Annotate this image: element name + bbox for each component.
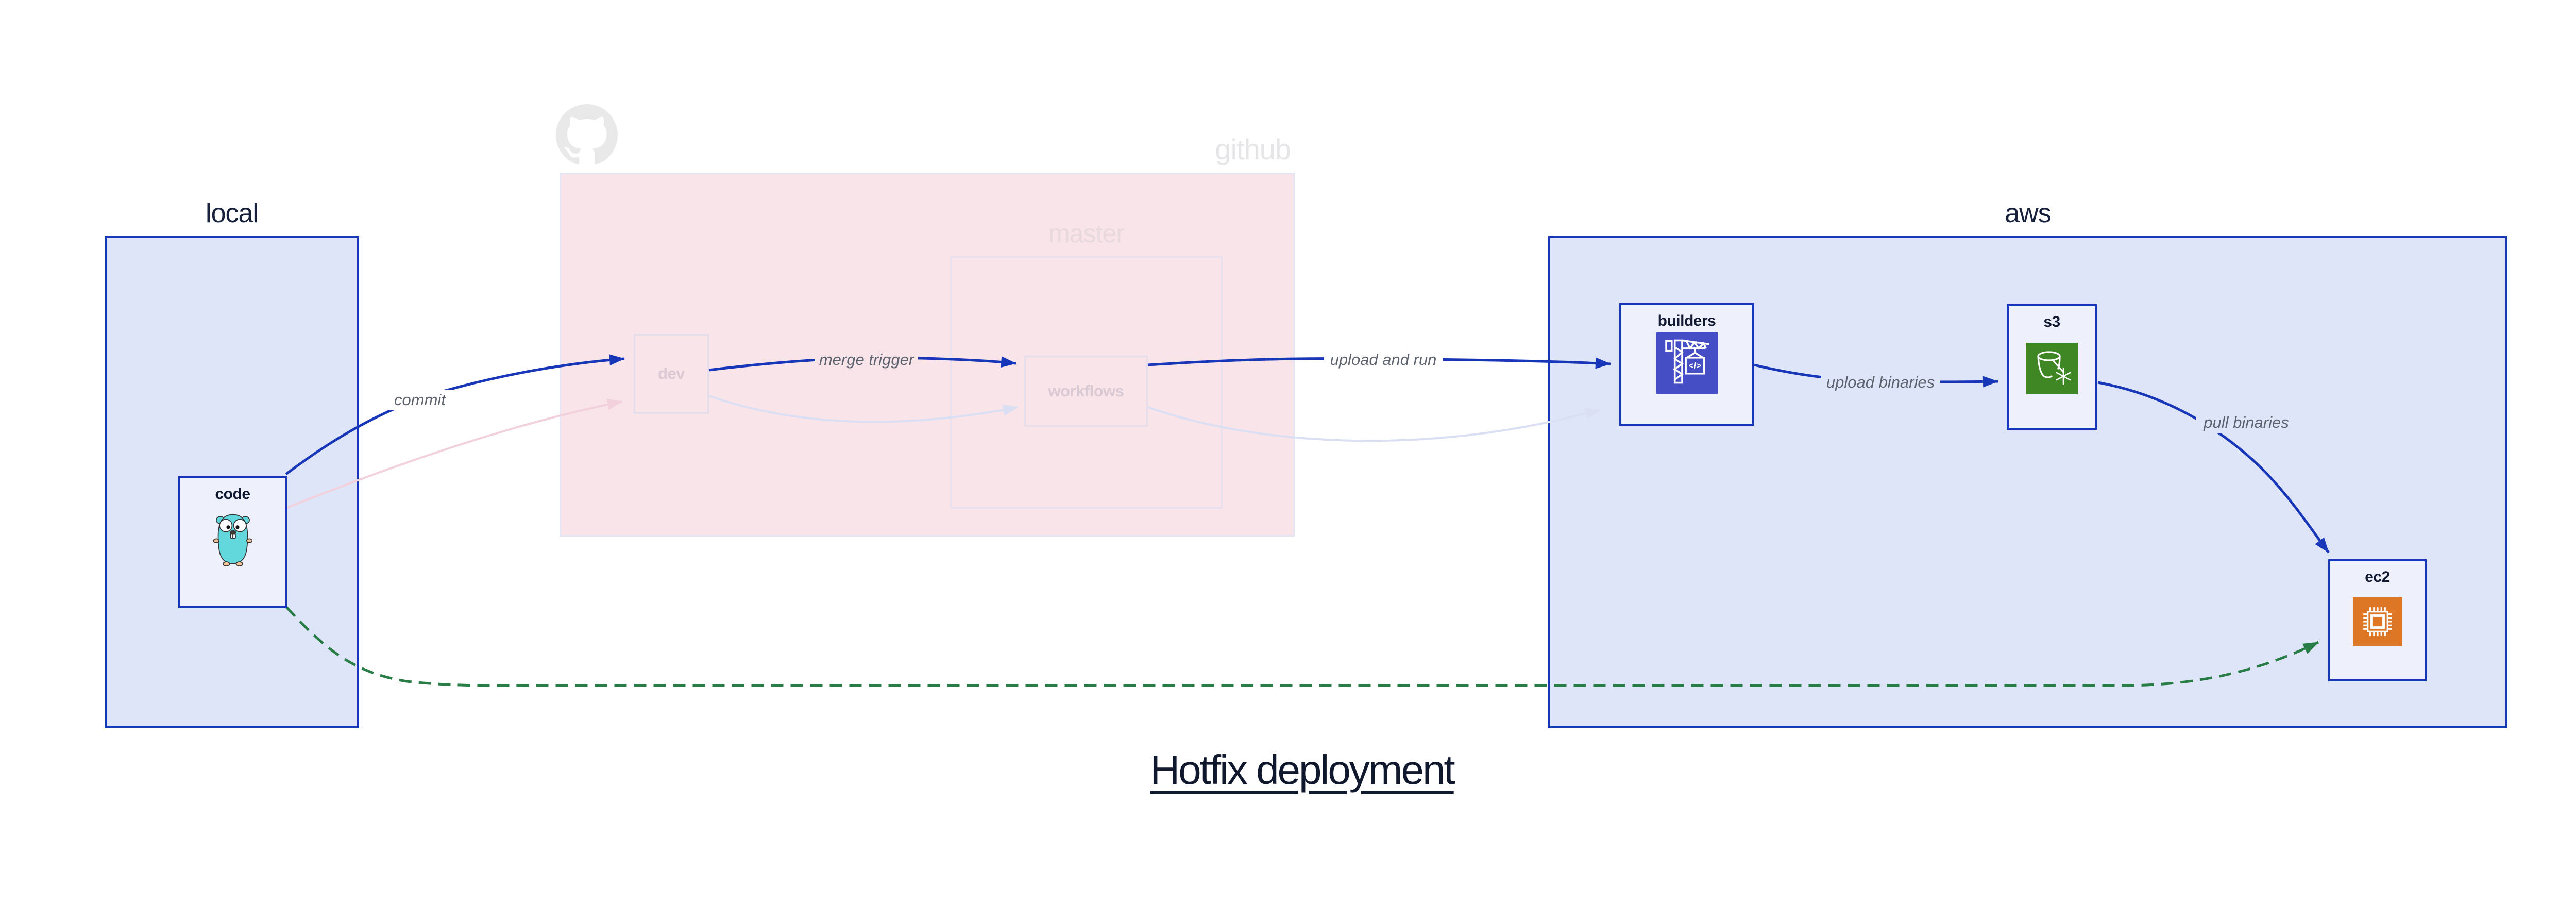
- workflows-node: workflows: [1024, 356, 1148, 427]
- aws-container-label: aws: [2005, 198, 2051, 228]
- edge-label-pull-binaries: pull binaries: [2196, 412, 2297, 433]
- ec2-chip-icon: [2352, 597, 2402, 646]
- edge-label-commit: commit: [384, 390, 456, 411]
- s3-node: s3: [2007, 304, 2097, 430]
- edge-workflows-builders-faded: [1147, 406, 1601, 442]
- master-container-label: master: [1048, 219, 1125, 248]
- dev-node-label: dev: [658, 364, 685, 383]
- go-gopher-icon: [213, 514, 252, 566]
- builders-node-label: builders: [1657, 312, 1716, 329]
- github-container: [560, 173, 1295, 537]
- local-container-label: local: [206, 198, 259, 228]
- diagram-title: Hotfix deployment: [1150, 747, 1455, 793]
- codebuild-crane-icon: </>: [1656, 332, 1718, 394]
- builders-node: builders </>: [1619, 303, 1754, 426]
- edge-label-upload-and-run: upload and run: [1324, 349, 1443, 371]
- edge-label-upload-binaries: upload binaries: [1821, 372, 1940, 393]
- workflows-node-label: workflows: [1048, 381, 1124, 400]
- edge-code-dev-faded: [286, 398, 623, 509]
- code-node: code: [178, 476, 287, 608]
- ec2-node-label: ec2: [2365, 569, 2390, 586]
- codebuild-code-glyph: </>: [1688, 361, 1701, 371]
- github-container-label: github: [1215, 133, 1291, 165]
- code-node-label: code: [215, 486, 250, 503]
- dev-node: dev: [634, 334, 709, 414]
- edge-code-ec2-hotfix: [285, 606, 2319, 687]
- edge-label-merge-trigger: merge trigger: [815, 349, 918, 371]
- master-container: [950, 256, 1223, 509]
- github-octocat-icon: [556, 104, 618, 165]
- edge-commit: [285, 354, 625, 475]
- ec2-node: ec2: [2328, 559, 2427, 681]
- s3-node-label: s3: [2043, 313, 2060, 330]
- s3-glacier-bucket-icon: [2026, 343, 2078, 394]
- edge-dev-workflows-faded: [708, 395, 1019, 423]
- edge-pull-binaries: [2097, 381, 2330, 554]
